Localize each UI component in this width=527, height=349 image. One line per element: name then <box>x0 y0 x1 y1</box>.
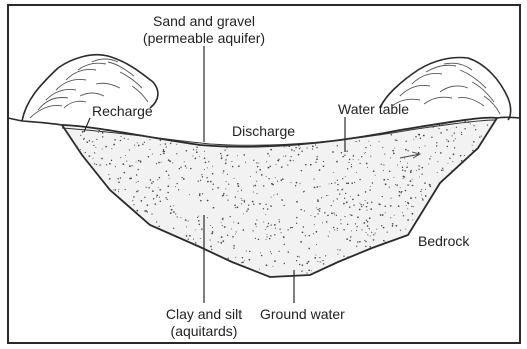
recharge-label: Recharge <box>92 103 153 120</box>
clay-silt-label-line2: (aquitards) <box>136 323 272 340</box>
water-table-label: Water table <box>338 101 409 118</box>
ground-water-label: Ground water <box>260 306 345 323</box>
aquifer-basin <box>62 118 497 277</box>
clay-silt-label-line1: Clay and silt <box>136 306 272 323</box>
sand-gravel-label-line2: (permeable aquifer) <box>116 30 292 47</box>
bedrock-label: Bedrock <box>418 233 469 250</box>
discharge-label: Discharge <box>232 123 295 140</box>
sand-gravel-label-line1: Sand and gravel <box>116 13 292 30</box>
